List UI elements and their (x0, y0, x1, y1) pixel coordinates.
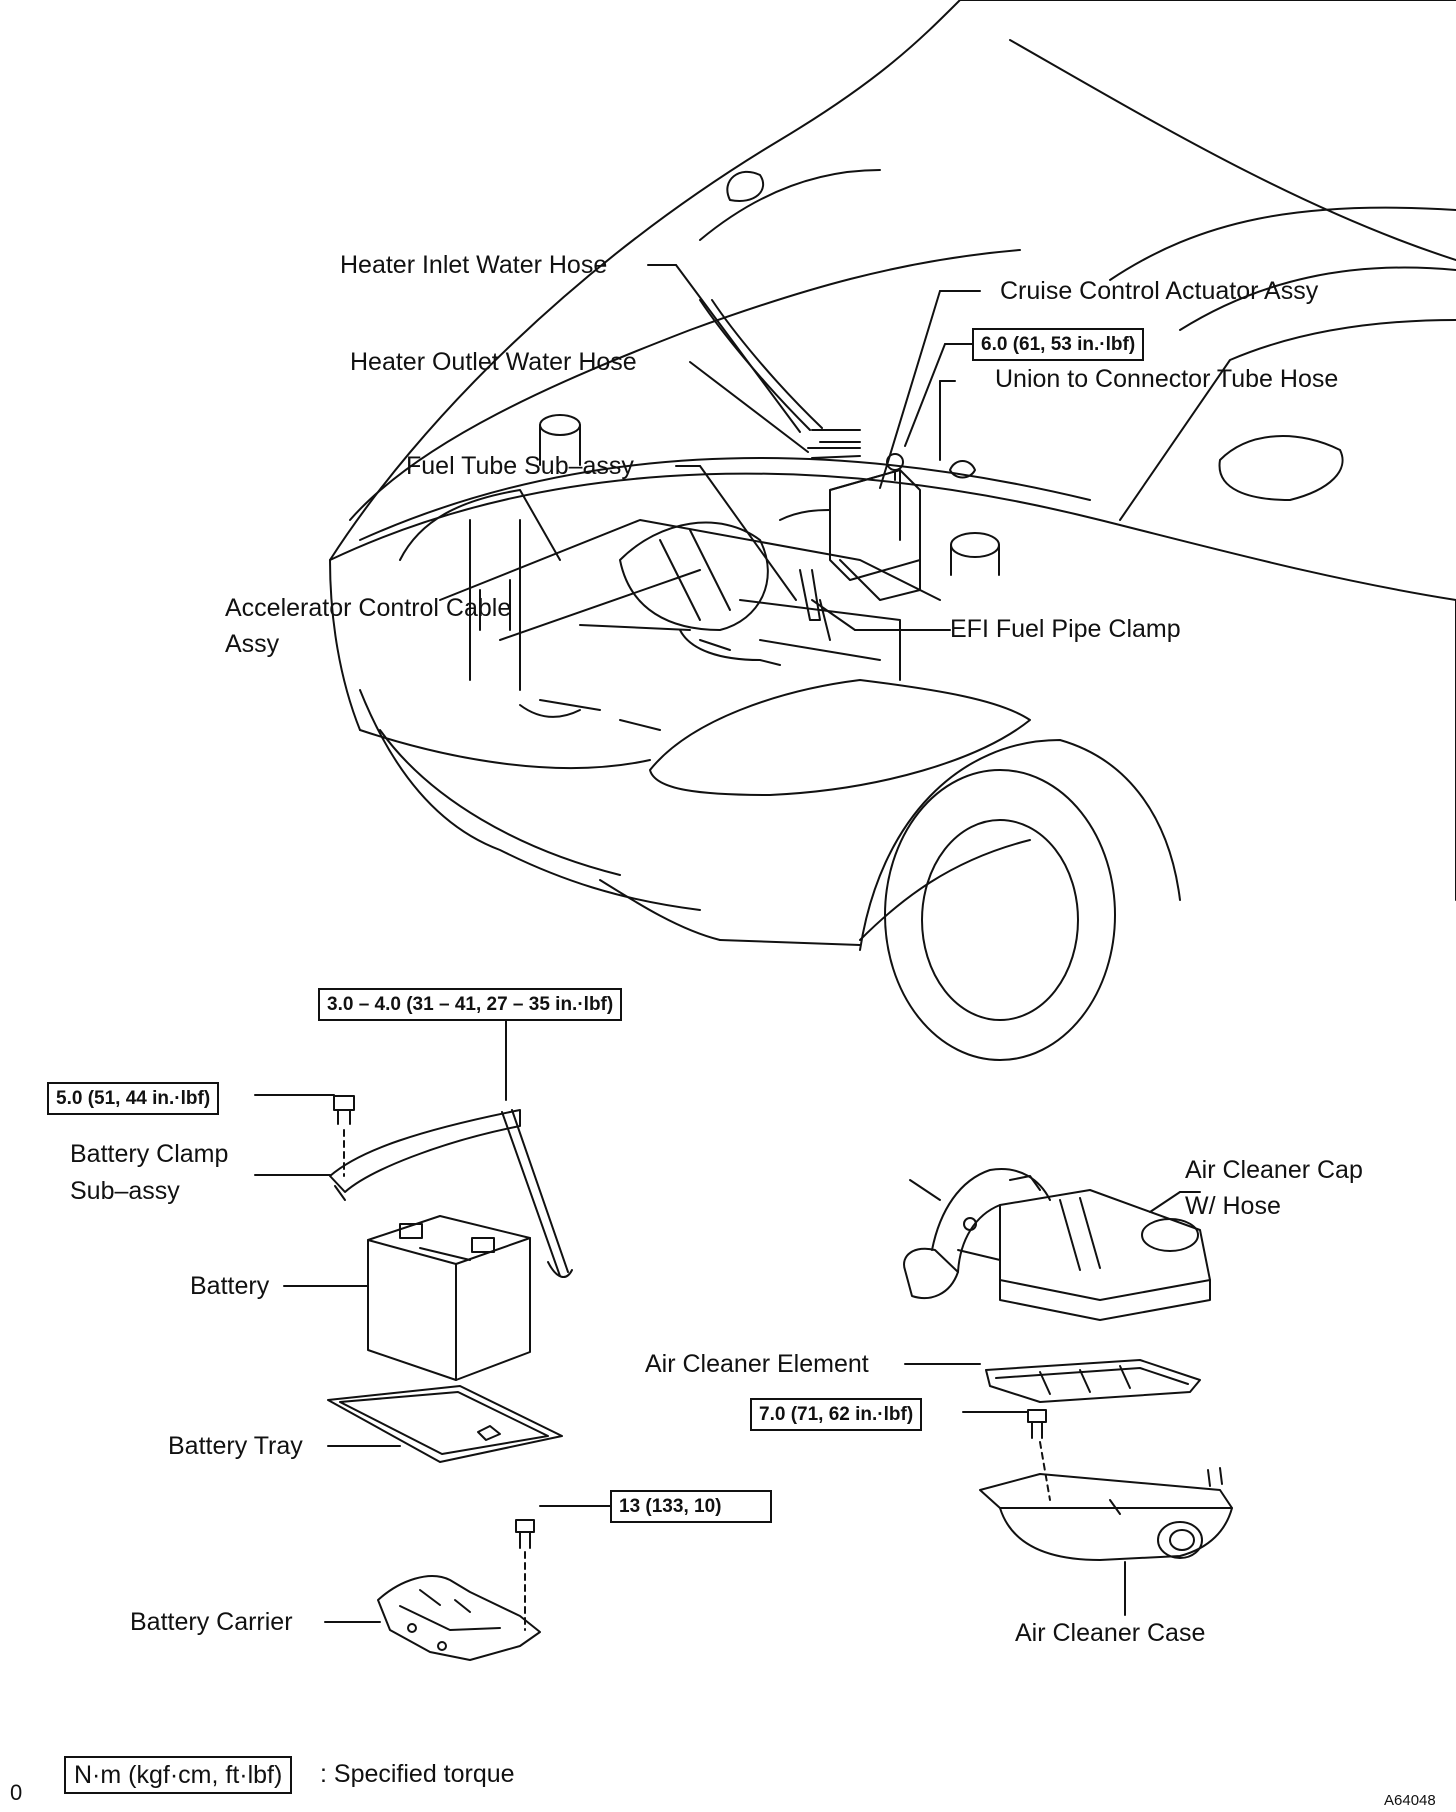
corner-mark: 0 (10, 1780, 23, 1805)
label-heater-outlet-water-hose: Heater Outlet Water Hose (350, 348, 637, 376)
label-air-cleaner-cap-2: W/ Hose (1185, 1192, 1281, 1220)
torque-battery-clamp-bolt: 5.0 (51, 44 in.·lbf) (47, 1082, 220, 1115)
torque-air-cleaner-case-bolt: 7.0 (71, 62 in.·lbf) (750, 1398, 923, 1431)
label-air-cleaner-element: Air Cleaner Element (645, 1350, 869, 1378)
torque-battery-carrier-bolt: 13 (133, 10) (610, 1490, 772, 1523)
legend-specified-torque: : Specified torque (320, 1760, 515, 1788)
label-battery-tray: Battery Tray (168, 1432, 303, 1460)
battery-group (328, 1006, 572, 1660)
label-air-cleaner-case: Air Cleaner Case (1015, 1619, 1206, 1647)
label-accelerator-control-cable: Accelerator Control Cable (225, 594, 512, 622)
label-fuel-tube-sub-assy: Fuel Tube Sub–assy (406, 452, 634, 480)
label-union-to-connector-tube-hose: Union to Connector Tube Hose (995, 365, 1339, 393)
label-accelerator-control-cable-assy: Assy (225, 630, 280, 658)
label-battery-carrier: Battery Carrier (130, 1608, 293, 1636)
label-battery-clamp-sub-assy: Battery Clamp (70, 1140, 229, 1168)
air-cleaner-group (904, 1169, 1232, 1560)
car-illustration (330, 0, 1456, 1060)
label-efi-fuel-pipe-clamp: EFI Fuel Pipe Clamp (950, 615, 1181, 643)
label-heater-inlet-water-hose: Heater Inlet Water Hose (340, 251, 608, 279)
label-battery-clamp-sub-assy-2: Sub–assy (70, 1177, 180, 1205)
label-battery: Battery (190, 1272, 270, 1300)
legend-torque-unit-box: N·m (kgf·cm, ft·lbf) (64, 1756, 293, 1794)
label-cruise-control-actuator-assy: Cruise Control Actuator Assy (1000, 277, 1319, 305)
label-air-cleaner-cap: Air Cleaner Cap (1185, 1156, 1363, 1184)
leader-lines-lower (255, 1001, 1200, 1622)
torque-battery-clamp-rod: 3.0 – 4.0 (31 – 41, 27 – 35 in.·lbf) (318, 988, 623, 1021)
leader-lines-car (580, 265, 980, 630)
torque-cruise-actuator-bolt: 6.0 (61, 53 in.·lbf) (972, 328, 1145, 361)
figure-code: A64048 (1384, 1792, 1436, 1809)
